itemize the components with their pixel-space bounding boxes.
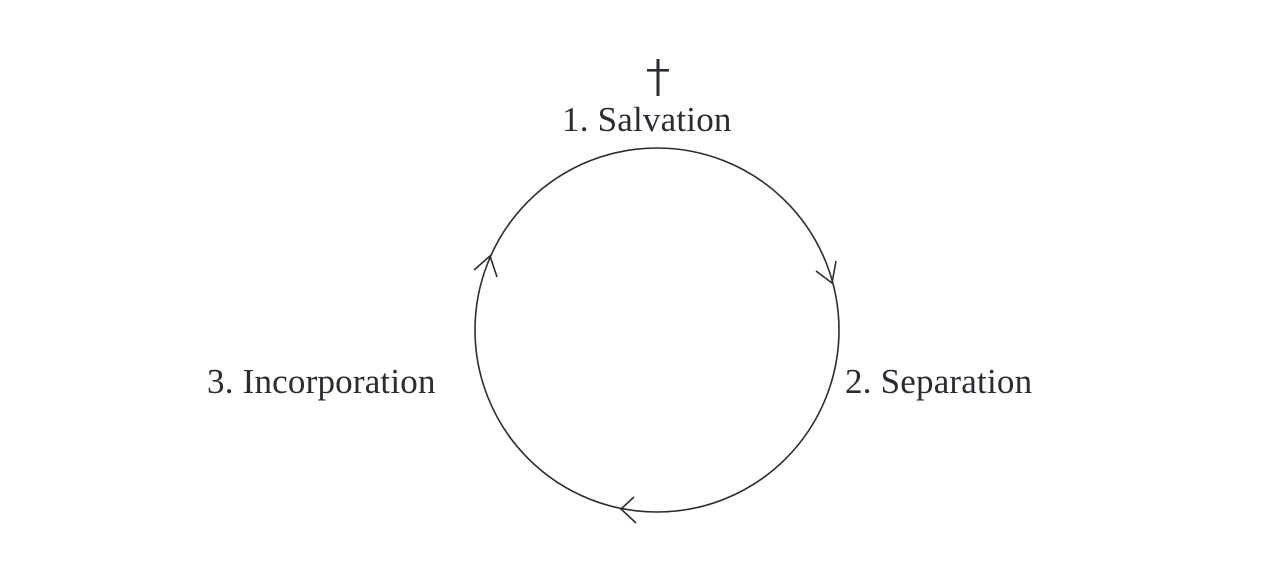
cycle-circle <box>474 147 840 513</box>
arrow-to-separation-icon <box>815 260 837 285</box>
step-separation-label: 2. Separation <box>845 362 1033 401</box>
arrow-to-salvation-icon <box>473 254 498 278</box>
arrow-to-incorporation-icon <box>619 496 637 524</box>
step-incorporation-label: 3. Incorporation <box>207 362 436 401</box>
step-salvation-label: 1. Salvation <box>562 100 732 139</box>
cross-icon <box>647 59 669 96</box>
